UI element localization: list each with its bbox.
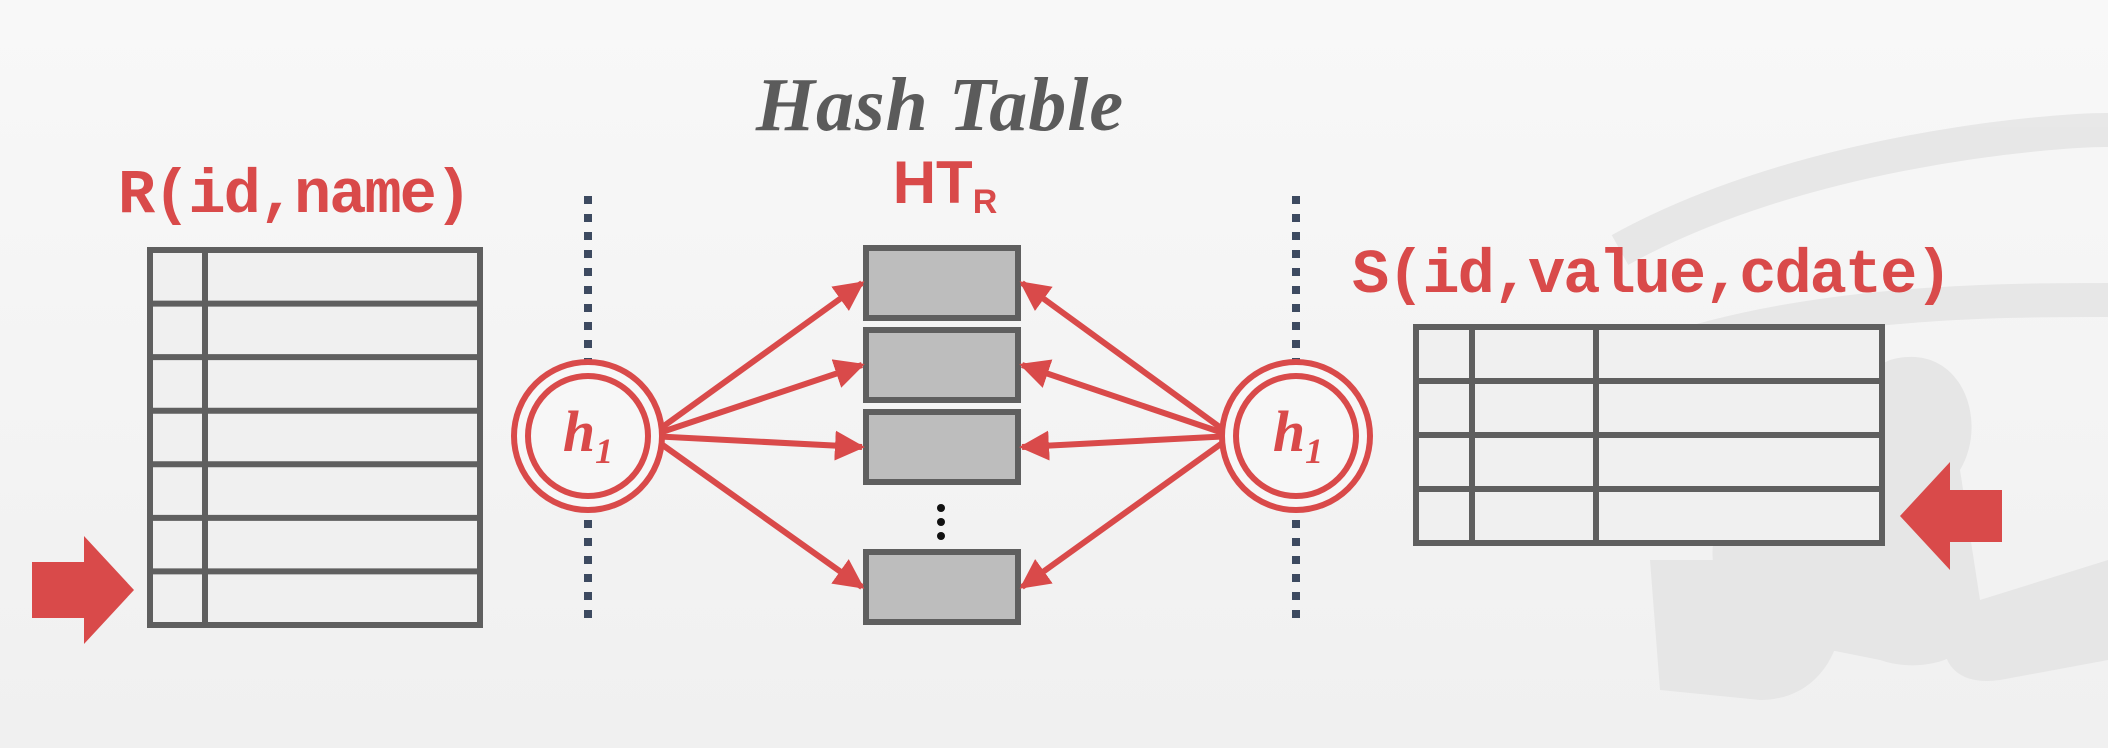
hash-table-label-main: HT [892,149,973,216]
hash-function-right-subscript: 1 [1305,431,1324,471]
arrow-probe-bucket [1019,359,1233,439]
relation-r-label: R(id,name) [118,160,472,231]
hash-function-left-subscript: 1 [595,431,614,471]
hash-function-left-label: h1 [538,398,638,472]
arrow-to-bucket [648,280,865,439]
table-r [147,247,483,628]
input-arrow-left [32,536,134,644]
hash-node-right [1219,359,1373,513]
bucket-ellipsis [937,504,945,540]
relation-s-label: S(id,value,cdate) [1352,240,1953,311]
hash-function-right-label: h1 [1248,398,1348,472]
hash-function-left-name: h [562,399,596,464]
hash-node-left [511,359,665,513]
arrow-probe-bucket [1019,430,1233,461]
hash-bucket [863,409,1021,485]
hash-function-right-name: h [1272,399,1306,464]
arrow-probe-bucket [1019,433,1234,590]
arrow-to-bucket [648,433,865,590]
hash-arrows [648,280,1234,590]
hash-table-label-subscript: R [972,183,998,221]
arrow-probe-bucket [1019,280,1234,439]
arrow-to-bucket [649,430,865,461]
hash-bucket [863,549,1021,625]
hash-bucket [863,245,1021,321]
hash-bucket [863,327,1021,403]
input-arrow-right [1900,462,2002,570]
hash-table-buckets [863,245,1021,625]
table-s [1413,324,1885,546]
arrow-to-bucket [649,359,865,439]
diagram-title: Hash Table [755,63,1125,147]
hash-table-label: HTR [885,148,1005,222]
